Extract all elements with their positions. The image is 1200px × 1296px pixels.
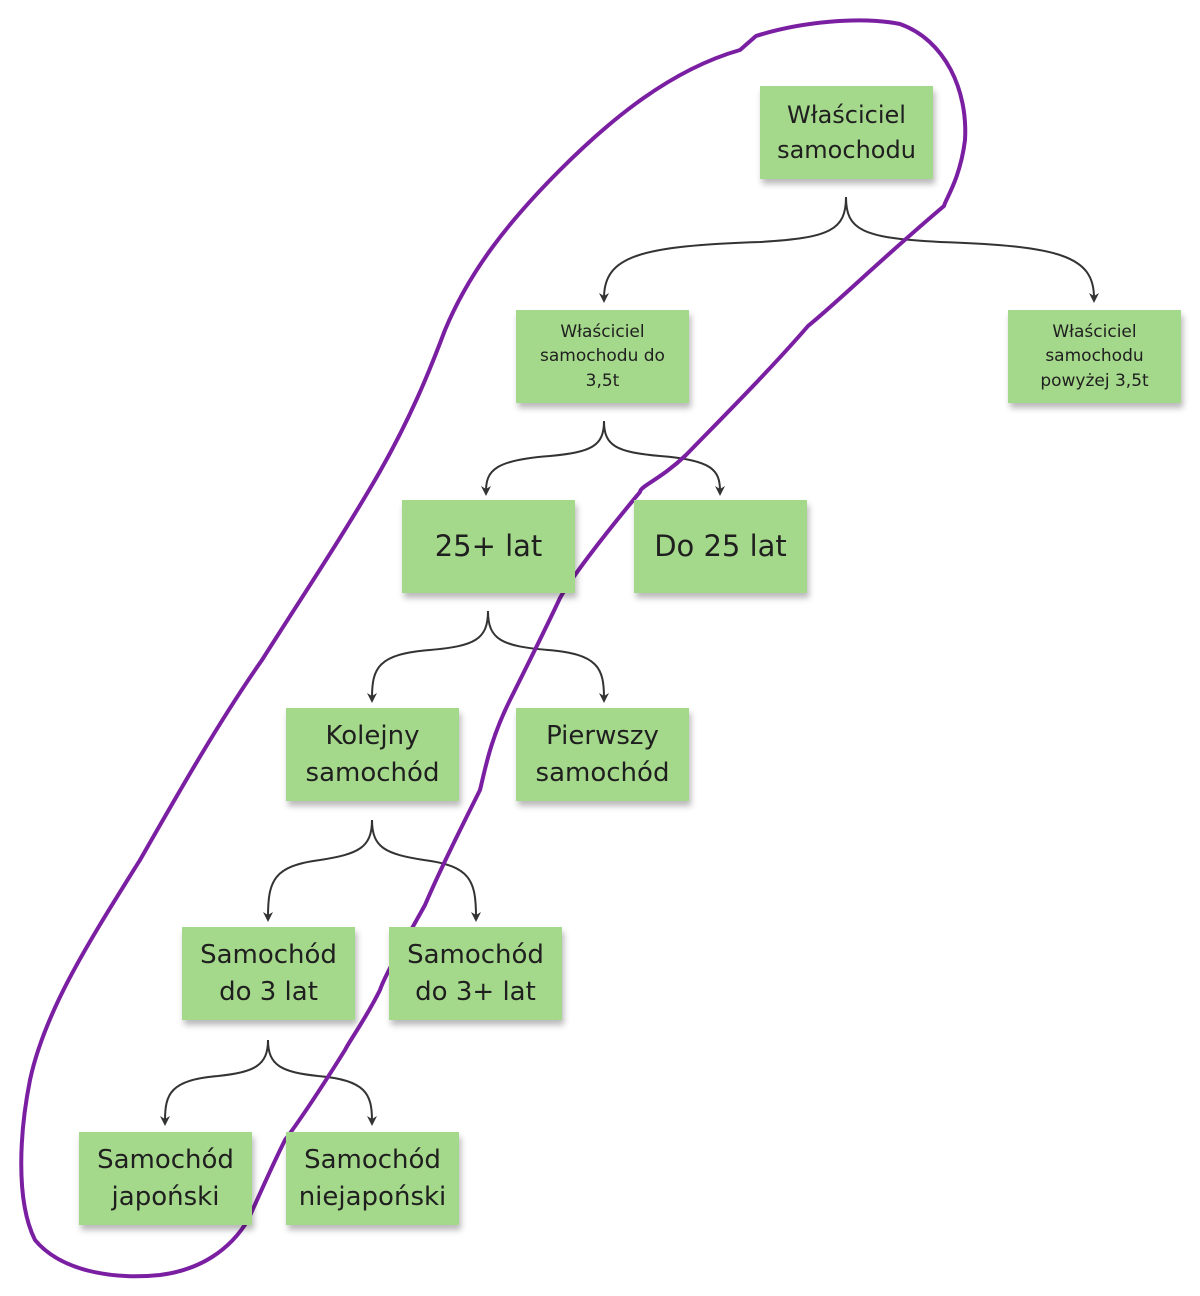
connector-25plus-kolejny (367, 610, 489, 703)
highlight-loop (19, 18, 968, 1279)
connector-do3-niejap (267, 1039, 377, 1126)
node-owner-over-35t: Właściciel samochodu powyżej 3,5t (1008, 310, 1181, 403)
node-samochod-niejaponski: Samochód niejapoński (286, 1132, 459, 1225)
node-samochod-do-3plus-lat: Samochód do 3+ lat (389, 927, 562, 1020)
node-pierwszy-samochod: Pierwszy samochód (516, 708, 689, 801)
node-samochod-do-3-lat: Samochód do 3 lat (182, 927, 355, 1020)
node-owner-upto-35t: Właściciel samochodu do 3,5t (516, 310, 689, 403)
connector-25plus-pierwszy (487, 610, 609, 703)
node-samochod-japonski: Samochód japoński (79, 1132, 252, 1225)
connector-upto-25plus (481, 420, 605, 496)
connector-root-upto (599, 196, 847, 303)
connector-kolejny-do3plus (371, 819, 481, 922)
node-age-25plus: 25+ lat (402, 500, 575, 593)
node-age-do25: Do 25 lat (634, 500, 807, 593)
connector-kolejny-do3 (263, 819, 373, 922)
connector-upto-do25 (603, 420, 725, 496)
connector-root-over (845, 196, 1099, 303)
connector-do3-jap (160, 1039, 269, 1126)
node-kolejny-samochod: Kolejny samochód (286, 708, 459, 801)
node-root-owner: Właściciel samochodu (760, 86, 933, 179)
